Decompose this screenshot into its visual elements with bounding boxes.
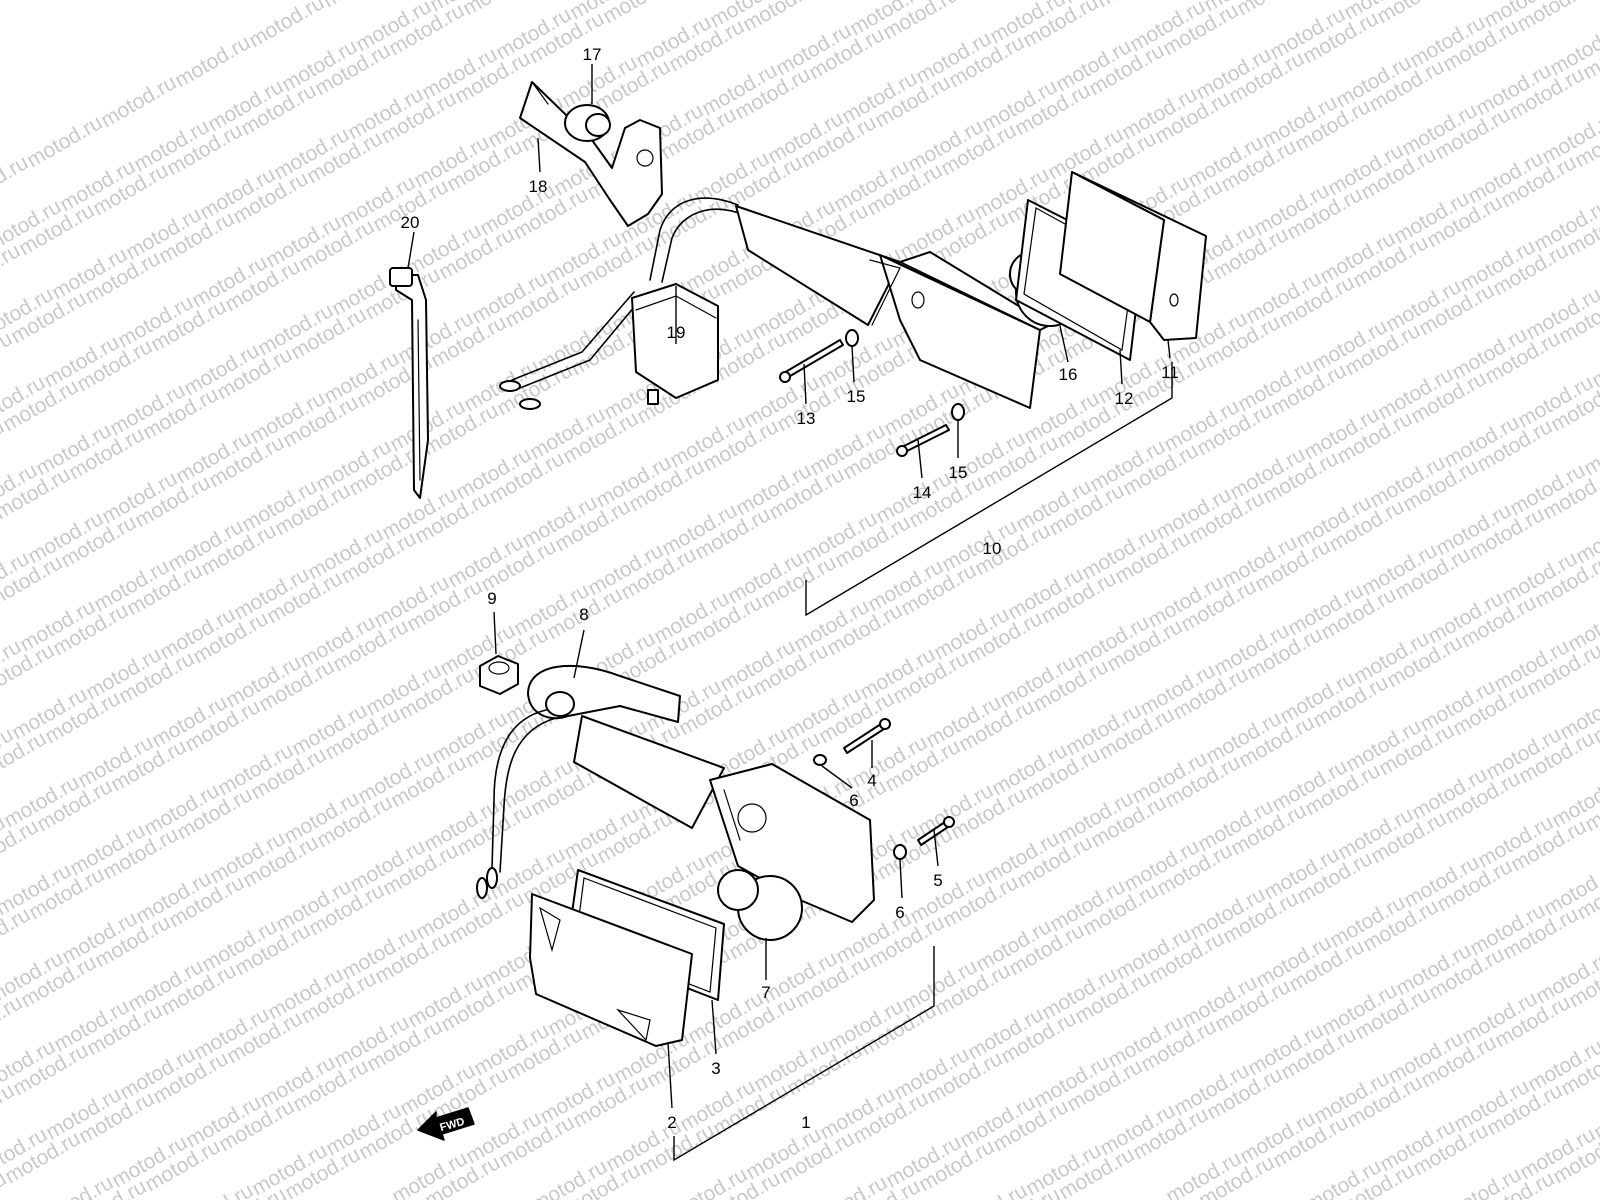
label-part-1: 1 [801, 1113, 810, 1132]
label-part-2: 2 [667, 1113, 676, 1132]
part-number-labels: 17 18 20 19 13 15 14 15 16 12 11 10 9 8 … [401, 45, 1179, 1132]
label-part-11: 11 [1161, 363, 1179, 382]
screw-4 [843, 718, 891, 754]
label-part-15-lower: 15 [949, 463, 968, 482]
label-part-9: 9 [487, 589, 496, 608]
watermark-text: motod.ru [174, 1179, 257, 1200]
nut-9 [479, 655, 519, 695]
watermark-text: motod.ru [599, 0, 682, 28]
turn-signal-body-1 [573, 715, 875, 923]
screw-14 [896, 424, 950, 457]
washer-6-lower [893, 844, 907, 860]
bracket-8 [527, 665, 681, 723]
label-part-20: 20 [401, 213, 420, 232]
bracket-callout-1 [673, 946, 935, 1162]
label-part-8: 8 [579, 605, 588, 624]
watermark-text: motod.ru [953, 0, 1036, 4]
label-part-16: 16 [1059, 365, 1078, 384]
screw-13 [779, 339, 844, 383]
label-part-14: 14 [913, 483, 932, 502]
washer-15-upper [845, 329, 859, 347]
lens-2 [529, 893, 693, 1047]
label-part-6-lower: 6 [895, 903, 904, 922]
bracket-18 [519, 81, 663, 227]
turn-signal-body-10 [649, 197, 1051, 409]
watermark-text: motod.ru [0, 1167, 10, 1200]
label-part-19: 19 [667, 323, 686, 342]
watermark-text: motod.ru [245, 0, 328, 52]
label-part-12: 12 [1115, 389, 1134, 408]
label-part-10: 10 [983, 539, 1002, 558]
label-part-7: 7 [761, 983, 770, 1002]
washer-15-lower [951, 403, 965, 421]
label-part-15-upper: 15 [847, 387, 866, 406]
label-part-4: 4 [867, 771, 876, 790]
bulb-7 [717, 869, 803, 941]
watermark-text: motod.ru [171, 31, 254, 92]
watermark-text: motod.ru [1373, 0, 1456, 28]
watermark-text: motod.ru [1093, 0, 1176, 12]
label-part-13: 13 [797, 409, 816, 428]
wire-lead-lower [476, 709, 557, 899]
leader-lines [407, 64, 1171, 1109]
label-part-6-upper: 6 [849, 791, 858, 810]
label-part-17: 17 [583, 45, 602, 64]
cable-tie-20 [389, 267, 429, 499]
watermark-text: motod.ru [948, 1179, 1031, 1200]
bracket-callout-10 [805, 362, 1173, 617]
watermark-text: motod.ru [23, 111, 106, 172]
watermark-text: motod.ru [1582, 1171, 1600, 1200]
washer-6-upper [813, 754, 827, 766]
label-part-18: 18 [529, 177, 548, 196]
watermark-text: motod.ru [97, 71, 180, 132]
watermark-text: motod.ru [1233, 0, 1316, 20]
label-part-5: 5 [933, 871, 942, 890]
watermark-text: motod.ru [319, 0, 402, 12]
lens-11 [1059, 171, 1207, 341]
watermark-text: motod.ru [459, 0, 542, 20]
label-part-3: 3 [711, 1059, 720, 1078]
wire-lead-upper [499, 291, 641, 410]
grommet-17 [564, 104, 611, 142]
